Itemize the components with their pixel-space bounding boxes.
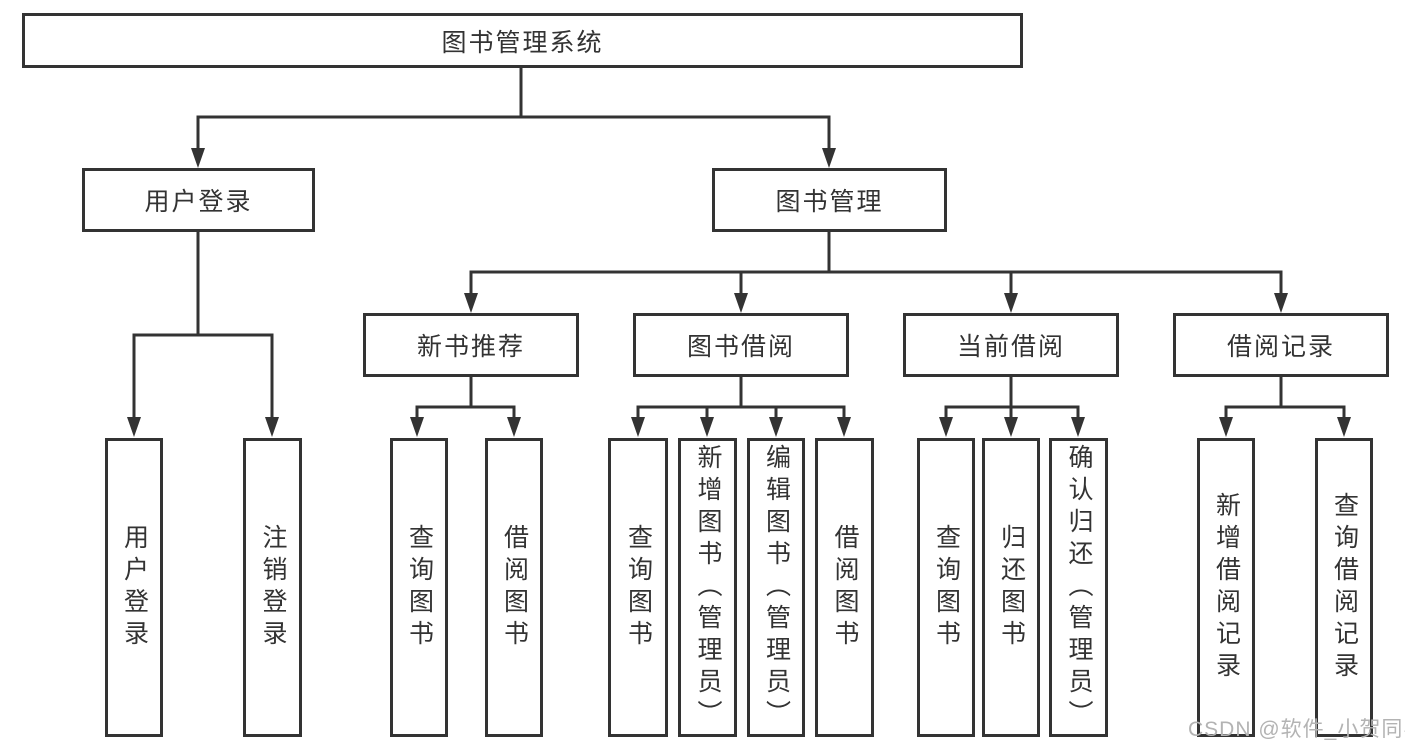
leaf-label: 新增借阅记录	[1212, 491, 1241, 684]
node-book-borrow: 图书借阅	[633, 313, 849, 377]
node-label: 当前借阅	[956, 333, 1065, 361]
leaf-label: 新增图书（管理员）	[694, 443, 722, 732]
leaf-label: 查询图书	[405, 523, 434, 652]
leaf-edit-books-admin: 编辑图书（管理员）	[747, 438, 805, 737]
leaf-label: 查询图书	[624, 523, 653, 652]
leaf-label: 借阅图书	[500, 523, 529, 652]
connector-borrow-record-to-leaves	[1219, 375, 1351, 437]
leaf-label: 编辑图书（管理员）	[762, 443, 791, 732]
csdn-watermark: CSDN @软件_小贺同学	[1188, 718, 1405, 741]
leaf-confirm-return-admin: 确认归还（管理员）	[1049, 438, 1108, 737]
leaf-query-books-2: 查询图书	[608, 438, 668, 737]
node-user-login: 用户登录	[82, 168, 315, 232]
node-label: 借阅记录	[1226, 333, 1335, 361]
connector-book-mgmt-to-level3	[464, 230, 1288, 313]
leaf-return-books: 归还图书	[982, 438, 1040, 737]
leaf-query-borrow-record: 查询借阅记录	[1315, 438, 1373, 737]
node-library-system: 图书管理系统	[22, 13, 1023, 68]
node-label: 新书推荐	[416, 333, 525, 361]
leaf-label: 用户登录	[120, 523, 149, 652]
connector-user-login-to-leaves	[127, 230, 279, 437]
leaf-query-books-1: 查询图书	[390, 438, 448, 737]
leaf-user-login: 用户登录	[105, 438, 163, 737]
leaf-borrow-books-2: 借阅图书	[815, 438, 874, 737]
connector-book-borrow-to-leaves	[631, 375, 851, 437]
leaf-add-books-admin: 新增图书（管理员）	[678, 438, 737, 737]
node-current-borrow: 当前借阅	[903, 313, 1119, 377]
connector-new-book-to-leaves	[410, 375, 521, 437]
node-new-book-recommend: 新书推荐	[363, 313, 579, 377]
node-label: 图书借阅	[686, 333, 795, 361]
leaf-logout: 注销登录	[243, 438, 302, 737]
leaf-add-borrow-record: 新增借阅记录	[1197, 438, 1255, 737]
leaf-label: 注销登录	[259, 523, 287, 652]
node-label: 图书管理系统	[441, 28, 604, 57]
connector-root-to-level2	[191, 66, 836, 168]
node-label: 用户登录	[144, 188, 253, 216]
leaf-query-books-3: 查询图书	[917, 438, 975, 737]
node-book-management: 图书管理	[712, 168, 947, 232]
connector-current-borrow-to-leaves	[939, 375, 1085, 437]
leaf-label: 查询借阅记录	[1330, 491, 1359, 684]
leaf-label: 归还图书	[997, 523, 1026, 652]
node-borrow-record: 借阅记录	[1173, 313, 1389, 377]
node-label: 图书管理	[775, 188, 884, 216]
leaf-label: 借阅图书	[831, 523, 859, 652]
leaf-label: 查询图书	[932, 523, 961, 652]
leaf-label: 确认归还（管理员）	[1065, 443, 1093, 732]
leaf-borrow-books-1: 借阅图书	[485, 438, 543, 737]
